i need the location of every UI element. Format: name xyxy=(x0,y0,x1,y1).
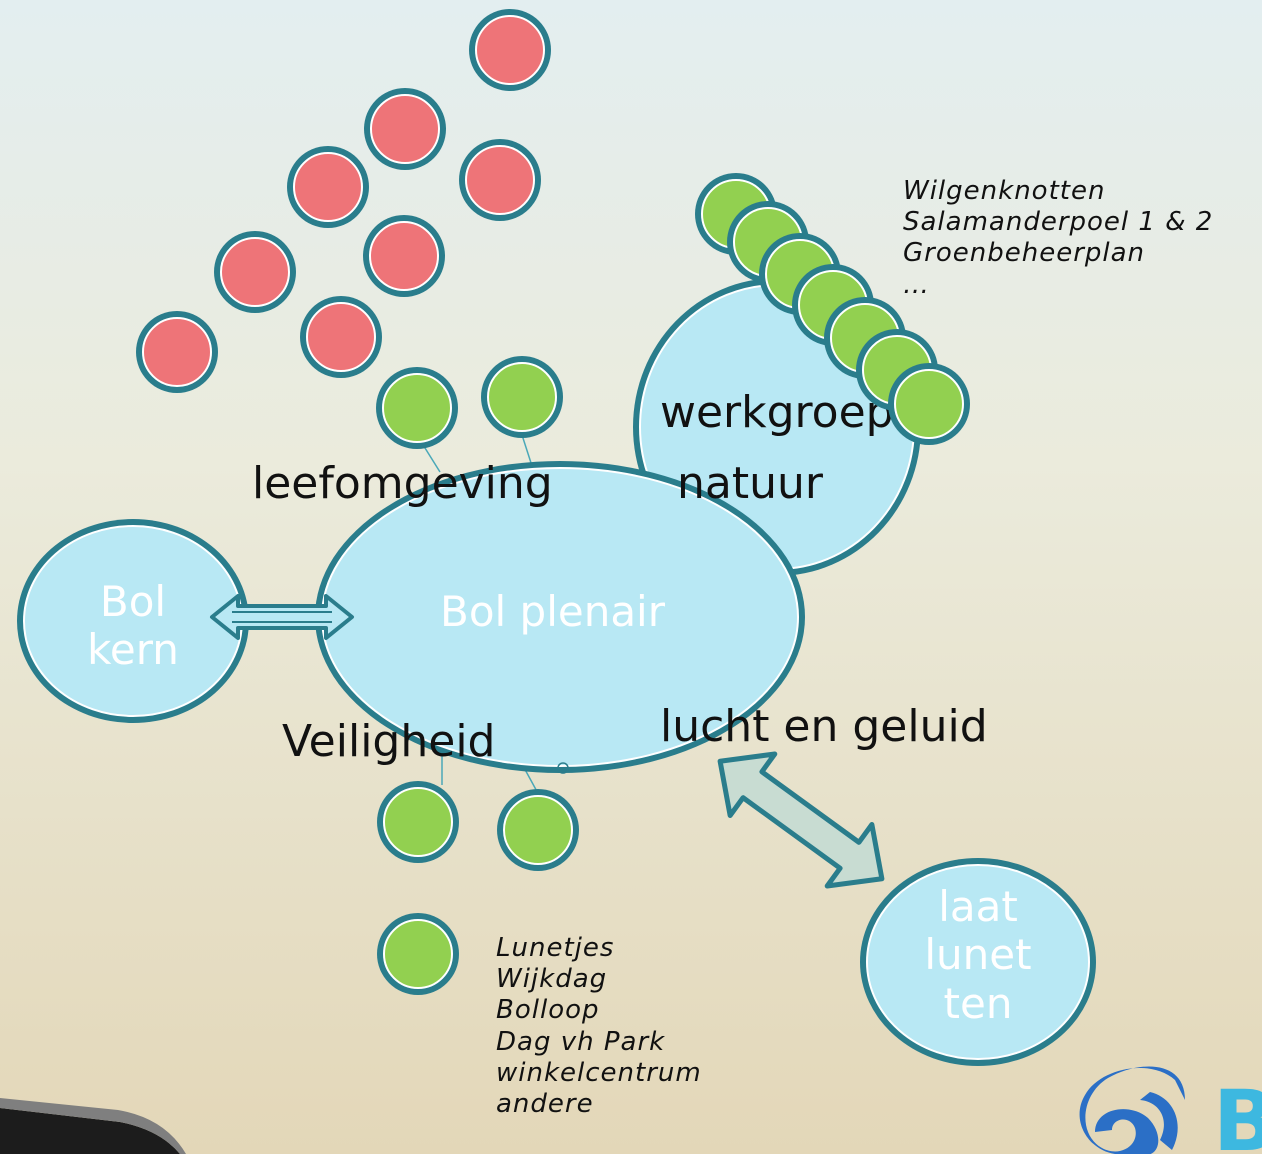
veiligheid-label: Veiligheid xyxy=(282,716,496,767)
bol-kern-line1: Bol xyxy=(99,577,167,626)
green-dot xyxy=(497,789,579,871)
decorative-swoosh xyxy=(0,1108,180,1154)
red-dot xyxy=(459,139,541,221)
veiligheid-item: Wijkdag xyxy=(496,964,608,995)
laat-lunetten-line2: lunet xyxy=(924,930,1032,980)
lucht-en-geluid-label: lucht en geluid xyxy=(660,701,988,752)
natuur-item: Wilgenknotten xyxy=(903,176,1106,206)
veiligheid-item: Dag vh Park xyxy=(496,1026,666,1057)
logo-swirl-inner xyxy=(1140,1092,1178,1150)
logo-letter: B xyxy=(1213,1072,1262,1154)
laat-lunetten-line1: laat xyxy=(938,882,1018,931)
red-dot xyxy=(363,215,445,297)
veiligheid-item: Bolloop xyxy=(496,995,600,1026)
natuur-item: Groenbeheerplan xyxy=(903,238,1146,269)
connector-line xyxy=(521,434,533,467)
green-dot xyxy=(377,781,459,863)
werkgroep-label: werkgroep xyxy=(660,387,894,438)
green-dot xyxy=(376,367,458,449)
natuur-item: … xyxy=(903,269,930,300)
veiligheid-item: winkelcentrum xyxy=(496,1057,702,1088)
decorative-swoosh-edge xyxy=(0,1098,186,1154)
bol-plenair-label: Bol plenair xyxy=(440,587,665,636)
laat-lunetten-label: laat lunet ten xyxy=(903,882,1053,1028)
bol-kern-bubble xyxy=(17,519,249,723)
red-dot xyxy=(287,146,369,228)
green-dot xyxy=(377,913,459,995)
logo-swirl-icon xyxy=(1079,1066,1185,1154)
natuur-label: natuur xyxy=(677,458,823,509)
red-dot xyxy=(136,311,218,393)
red-dot xyxy=(214,231,296,313)
laat-lunetten-bubble xyxy=(860,858,1096,1066)
bol-kern-label: Bol kern xyxy=(58,577,208,675)
veiligheid-item: Lunetjes xyxy=(496,933,615,963)
veiligheid-item: andere xyxy=(496,1088,594,1119)
red-dot xyxy=(469,9,551,91)
natuur-project-list: Wilgenknotten Salamanderpoel 1 & 2 Groen… xyxy=(903,176,1213,301)
leefomgeving-label: leefomgeving xyxy=(252,458,553,509)
small-ring xyxy=(557,762,569,774)
double-arrow-lucht-lunetten xyxy=(717,751,885,889)
bol-plenair-bubble xyxy=(315,461,805,773)
bol-logo: B xyxy=(1079,1066,1262,1154)
bol-kern-line2: kern xyxy=(87,625,179,675)
red-dot xyxy=(300,296,382,378)
natuur-item: Salamanderpoel 1 & 2 xyxy=(903,207,1214,238)
red-dot xyxy=(364,88,446,170)
veiligheid-project-list: Lunetjes Wijkdag Bolloop Dag vh Park win… xyxy=(496,933,702,1120)
double-arrow-kern-plenair xyxy=(210,594,354,640)
laat-lunetten-line3: ten xyxy=(943,978,1013,1028)
green-dot xyxy=(481,356,563,438)
green-dot xyxy=(888,363,970,445)
